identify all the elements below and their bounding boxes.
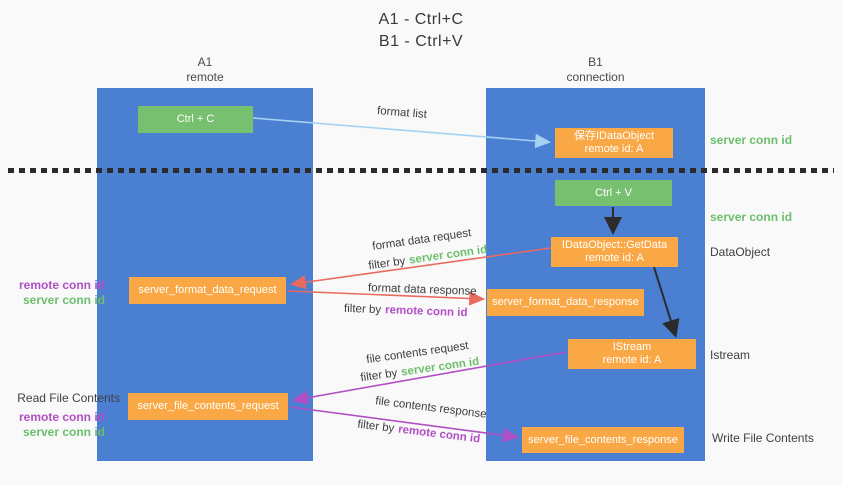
column-a1-subtitle: remote bbox=[186, 70, 224, 84]
file-request-label: server_file_contents_request bbox=[137, 400, 279, 412]
server-conn-id-label-left-1: server conn id bbox=[22, 293, 105, 307]
file-contents-request-arrow bbox=[291, 351, 567, 405]
format-response-label: server_format_data_response bbox=[492, 296, 639, 308]
server-format-data-response-box: server_format_data_response bbox=[487, 289, 644, 316]
server-file-contents-response-box: server_file_contents_response bbox=[522, 427, 684, 453]
getdata-to-istream-arrow bbox=[653, 266, 680, 338]
left-conn-id-pair-2: remote conn id server conn id bbox=[0, 410, 105, 440]
read-file-contents-label: Read File Contents bbox=[17, 391, 120, 405]
dataobject-label: DataObject bbox=[710, 245, 771, 259]
getdata-line2: remote id: A bbox=[585, 252, 644, 264]
istream-box: IStream remote id: A bbox=[568, 339, 696, 369]
title-line-a1: A1 - Ctrl+C bbox=[378, 11, 464, 28]
column-header-b1: B1 connection bbox=[486, 55, 705, 85]
column-b1-name: B1 bbox=[588, 55, 603, 69]
format-data-response-arrow bbox=[287, 290, 486, 306]
session-divider-dotted-line bbox=[8, 168, 834, 173]
ctrl-v-action-box: Ctrl + V bbox=[555, 180, 672, 206]
istream-side-label: Istream bbox=[710, 348, 751, 362]
ctrl-v-label: Ctrl + V bbox=[595, 186, 632, 199]
getdata-line1: IDataObject::GetData bbox=[561, 239, 668, 251]
format-request-label: server_format_data_request bbox=[138, 284, 277, 296]
title-line-b1: B1 - Ctrl+V bbox=[378, 33, 464, 50]
column-b1-subtitle: connection bbox=[566, 70, 625, 84]
server-conn-id-label-mid: server conn id bbox=[710, 210, 793, 224]
remote-conn-id-label-1: remote conn id bbox=[18, 278, 105, 292]
save-idataobject-line1: 保存IDataObject bbox=[573, 130, 655, 142]
file-contents-response-arrow bbox=[289, 406, 520, 443]
istream-line1: IStream bbox=[612, 341, 652, 353]
server-format-data-request-box: server_format_data_request bbox=[129, 277, 286, 304]
idataobject-getdata-box: IDataObject::GetData remote id: A bbox=[551, 237, 678, 267]
server-file-contents-request-box: server_file_contents_request bbox=[128, 393, 288, 420]
diagram-title: A1 - Ctrl+C B1 - Ctrl+V bbox=[0, 9, 842, 53]
format-list-arrow bbox=[252, 117, 552, 149]
column-a1-name: A1 bbox=[197, 55, 213, 69]
ctrl-c-label: Ctrl + C bbox=[176, 113, 215, 125]
column-header-a1: A1 remote bbox=[97, 55, 313, 85]
server-conn-id-label-top: server conn id bbox=[710, 133, 793, 147]
format-data-request-arrow bbox=[289, 247, 552, 290]
istream-line2: remote id: A bbox=[602, 354, 662, 366]
file-response-label: server_file_contents_response bbox=[528, 433, 678, 446]
filter-by-prefix-2: filter by bbox=[343, 302, 382, 317]
remote-conn-id-label-2: remote conn id bbox=[18, 410, 105, 424]
left-conn-id-pair-1: remote conn id server conn id bbox=[0, 278, 105, 308]
server-conn-id-label-left-2: server conn id bbox=[22, 425, 105, 439]
save-idataobject-line2: remote id: A bbox=[584, 143, 644, 155]
ctrl-c-action-box: Ctrl + C bbox=[138, 106, 253, 133]
write-file-contents-label: Write File Contents bbox=[712, 431, 814, 445]
save-idataobject-box: 保存IDataObject remote id: A bbox=[555, 128, 673, 158]
